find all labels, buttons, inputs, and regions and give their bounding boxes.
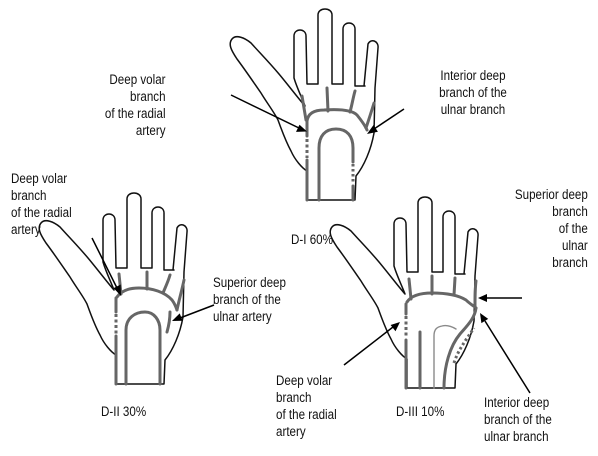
label-d1-deep-volar-radial: Deep volar branch of the radial artery bbox=[105, 71, 166, 139]
arrow-d3-interior bbox=[480, 313, 530, 393]
label-d3-superior-deep-ulnar: Superior deep branch of the ulnar branch bbox=[515, 186, 588, 271]
label-d2-deep-volar-radial: Deep volar branch of the radial artery bbox=[11, 170, 72, 238]
arrow-d3-radial bbox=[344, 322, 400, 365]
caption-d2: D-II 30% bbox=[101, 403, 146, 420]
arrow-d3-superior bbox=[478, 294, 522, 302]
label-d3-deep-volar-radial: Deep volar branch of the radial artery bbox=[276, 372, 337, 440]
caption-d1: D-I 60% bbox=[291, 231, 333, 248]
hand-d3-digital-artery-4 bbox=[475, 281, 476, 306]
hand-d3-digital-artery-3 bbox=[454, 278, 455, 295]
hand-d1-digital-artery-2 bbox=[327, 88, 328, 111]
label-d1-interior-deep-ulnar: Interior deep branch of the ulnar branch bbox=[400, 67, 546, 118]
label-d2-superior-deep-ulnar: Superior deep branch of the ulnar artery bbox=[213, 274, 286, 325]
label-d3-interior-deep-ulnar: Interior deep branch of the ulnar branch bbox=[484, 394, 552, 445]
hand-d1 bbox=[230, 9, 378, 200]
caption-d3: D-III 10% bbox=[396, 403, 444, 420]
hand-d3-digital-artery-1 bbox=[409, 279, 411, 299]
